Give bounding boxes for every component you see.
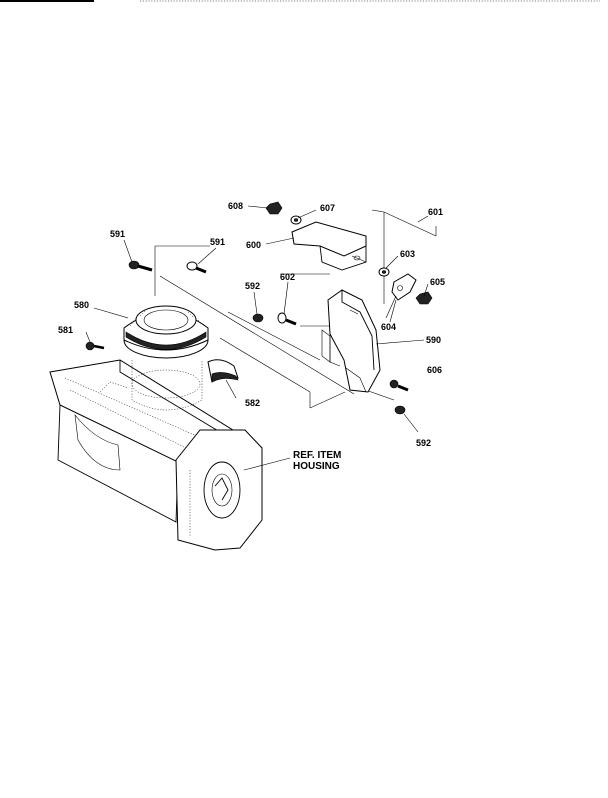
bolt-591-left xyxy=(128,260,153,272)
plate-601 xyxy=(371,209,437,304)
callout-591-left: 591 xyxy=(110,229,125,239)
callout-604: 604 xyxy=(381,322,396,332)
callout-608: 608 xyxy=(228,201,243,211)
nut-592-bottom xyxy=(394,405,406,415)
chute-ring-580 xyxy=(123,305,209,359)
callout-603: 603 xyxy=(400,249,415,259)
callout-591-right: 591 xyxy=(210,237,225,247)
callout-582: 582 xyxy=(245,398,260,408)
crank-604 xyxy=(385,273,417,319)
callout-592-bottom: 592 xyxy=(416,438,431,448)
shim-582 xyxy=(207,359,239,383)
bolt-581 xyxy=(85,341,105,351)
leader-lines xyxy=(85,205,429,471)
reference-label: REF. ITEM HOUSING xyxy=(293,450,341,472)
callout-590: 590 xyxy=(426,335,441,345)
ref-item-line1: REF. ITEM xyxy=(293,450,341,461)
ref-item-line2: HOUSING xyxy=(293,461,340,472)
nut-608 xyxy=(265,201,283,215)
washer-603 xyxy=(378,267,390,277)
callout-600: 600 xyxy=(246,240,261,250)
callout-606: 606 xyxy=(427,365,442,375)
deflector-bracket-600 xyxy=(291,221,367,271)
chute-deflector-590 xyxy=(321,289,381,393)
callout-605: 605 xyxy=(430,277,445,287)
nut-592-top xyxy=(252,313,264,323)
callout-581: 581 xyxy=(58,325,73,335)
callout-607: 607 xyxy=(320,203,335,213)
nut-605 xyxy=(415,291,433,305)
housing-part xyxy=(49,359,263,551)
bolt-606 xyxy=(389,379,409,392)
bolt-602 xyxy=(277,312,297,326)
callout-602: 602 xyxy=(280,272,295,282)
bolt-591-right xyxy=(186,261,207,274)
callout-580: 580 xyxy=(74,300,89,310)
callout-601: 601 xyxy=(428,207,443,217)
callout-labels: 608 607 601 600 603 605 591 591 592 602 … xyxy=(58,201,445,448)
callout-592-top: 592 xyxy=(245,281,260,291)
chute-tube xyxy=(131,360,203,411)
